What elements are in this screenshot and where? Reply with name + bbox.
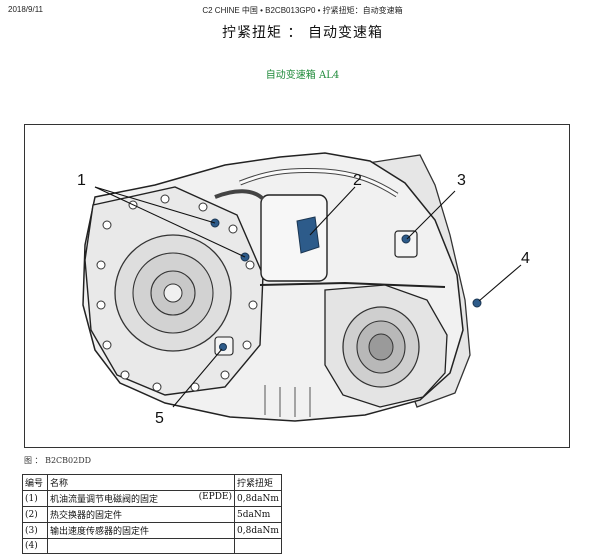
- row-num: (4): [22, 538, 48, 554]
- page-subtitle: 自动变速箱 AL4: [265, 70, 340, 81]
- header-num: 编号: [22, 474, 48, 491]
- row-torque: 5daNm: [234, 506, 282, 523]
- table-row: (4): [22, 538, 282, 554]
- torque-table: 编号 名称 拧紧扭矩 (1) 机油流量调节电磁阀的固定 (EPDE) 0,8da…: [22, 474, 282, 554]
- row-name-note: (EPDE): [198, 492, 232, 502]
- row-num: (3): [22, 522, 48, 539]
- figure-caption: 图 ： B2CB02DD: [24, 456, 92, 465]
- row-torque: 0,8daNm: [234, 522, 282, 539]
- table-row: (1) 机油流量调节电磁阀的固定 (EPDE) 0,8daNm: [22, 490, 282, 507]
- header-breadcrumb: C2 CHINE 中国 • B2CB013GP0 • 拧紧扭矩：自动变速箱: [202, 6, 403, 15]
- callout-4: 4: [521, 250, 530, 267]
- row-name: [47, 538, 235, 554]
- table-header-row: 编号 名称 拧紧扭矩: [22, 474, 282, 491]
- header-torque: 拧紧扭矩: [234, 474, 282, 491]
- transmission-illustration: 1 2 3 4 5: [77, 152, 530, 427]
- page-title: 拧紧扭矩 ： 自动变速箱: [222, 25, 383, 41]
- callout-1: 1: [77, 172, 86, 189]
- row-name: 热交换器的固定件: [47, 506, 235, 523]
- row-name-text: 机油流量调节电磁阀的固定: [50, 495, 159, 505]
- header-date: 2018/9/11: [8, 5, 43, 14]
- table-row: (2) 热交换器的固定件 5daNm: [22, 506, 282, 523]
- callout-3: 3: [457, 172, 466, 189]
- row-torque: [234, 538, 282, 554]
- row-torque: 0,8daNm: [234, 490, 282, 507]
- row-num: (2): [22, 506, 48, 523]
- callout-2: 2: [353, 172, 362, 189]
- row-name: 机油流量调节电磁阀的固定 (EPDE): [47, 490, 235, 507]
- header-name: 名称: [47, 474, 235, 491]
- row-name: 输出速度传感器的固定件: [47, 522, 235, 539]
- row-num: (1): [22, 490, 48, 507]
- callout-5: 5: [155, 410, 164, 427]
- table-row: (3) 输出速度传感器的固定件 0,8daNm: [22, 522, 282, 539]
- transmission-figure: 1 2 3 4 5: [24, 124, 570, 448]
